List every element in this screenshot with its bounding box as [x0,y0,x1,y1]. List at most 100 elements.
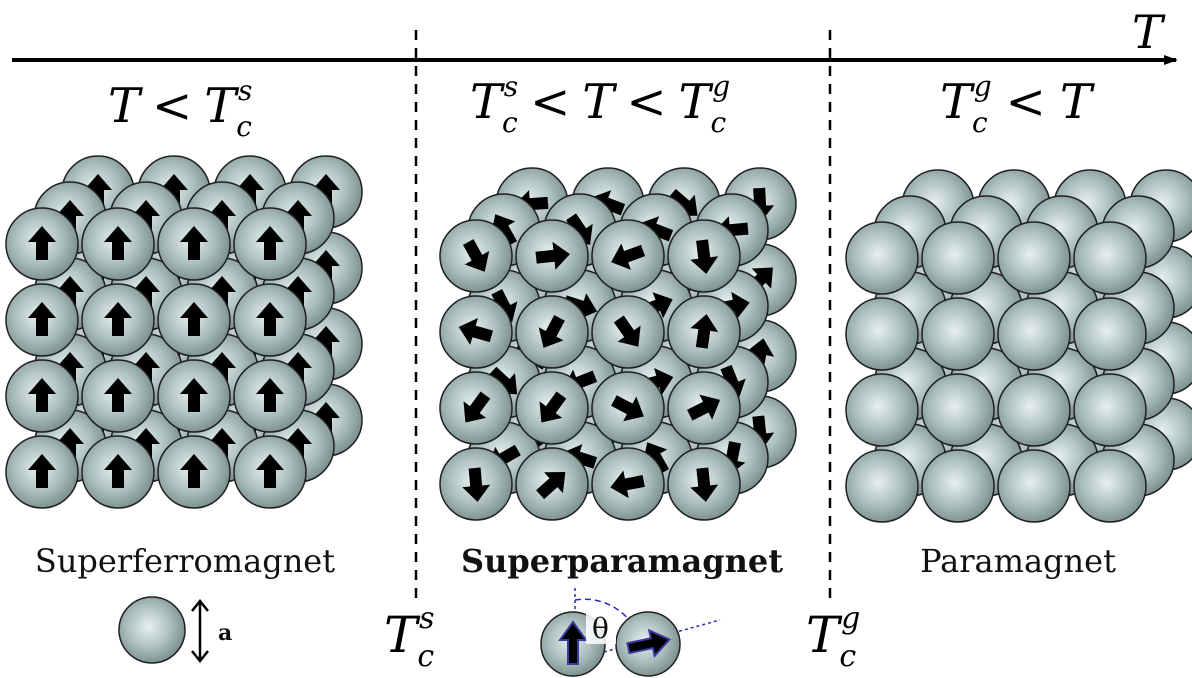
spin-arrow-icon [56,200,84,234]
spin-arrow-icon [488,366,518,395]
lattice-sphere [921,449,995,523]
phase-name-superparamagnet: Superparamagnet [461,542,783,580]
sphere-body [997,297,1071,371]
boundary-label-superferro-superpara: Tcs [384,601,435,674]
lattice-sphere [1073,373,1147,447]
spin-arrow-icon [208,352,236,386]
lattice-sphere [591,219,665,293]
lattice-sphere [233,435,307,509]
spin-arrow-icon [535,241,570,270]
sphere-body [997,373,1071,447]
spin-arrow-icon [104,226,132,260]
legend-arrow-tilted-icon [626,628,672,659]
sphere-body [997,221,1071,295]
lattice-sphere [667,447,741,521]
lattice-sphere [5,435,79,509]
spin-arrow-icon [312,326,340,360]
lattice-sphere [845,373,919,447]
lattice-sphere [591,447,665,521]
spin-arrow-icon [312,250,340,284]
lattice-sphere [233,359,307,433]
spin-arrow-icon [490,214,518,247]
spin-arrow-icon [56,428,84,462]
sphere-body [1073,297,1147,371]
spin-arrow-icon [613,315,641,347]
lattice-sphere [233,283,307,357]
svg-text:Tcs<T<Tcg: Tcs<T<Tcg [470,70,730,139]
spin-arrow-icon [312,174,340,208]
spin-arrow-icon [611,243,646,270]
spin-arrow-icon [690,239,719,274]
axis-variable-label: T [1132,5,1166,59]
sphere-body [845,373,919,447]
lattice-sphere [591,295,665,369]
spin-arrow-icon [180,454,208,488]
spin-arrow-icon [28,454,56,488]
lattice-sphere [5,283,79,357]
spin-arrow-icon [458,317,494,345]
lattice-sphere [1073,221,1147,295]
lattice-sphere [81,207,155,281]
spin-arrow-icon [284,428,312,462]
spin-arrow-icon [104,454,132,488]
spin-arrow-icon [256,302,284,336]
spin-arrow-icon [611,395,644,422]
spin-arrow-icon [132,200,160,234]
lattice-sphere [845,297,919,371]
sphere-body [845,297,919,371]
spin-arrow-icon [462,467,491,502]
spin-arrow-icon [132,276,160,310]
spin-arrow-icon [180,302,208,336]
lattice-sphere [81,283,155,357]
lattice-sphere [1073,297,1147,371]
spin-arrow-icon [160,174,188,208]
lattice-paramagnet [845,169,1192,523]
diameter-arrow-up-icon [191,598,209,612]
spin-arrow-icon [208,428,236,462]
spin-arrow-icon [284,352,312,386]
sphere-body [921,449,995,523]
spin-arrow-icon [687,394,721,421]
sphere-body [921,221,995,295]
angle-legend: θ [540,588,721,677]
spin-arrow-icon [84,174,112,208]
lattice-sphere [157,359,231,433]
lattice-sphere [439,371,513,445]
spin-arrow-icon [132,428,160,462]
spin-arrow-icon [462,239,490,272]
spin-arrow-icon [538,315,565,348]
lattice-sphere [667,295,741,369]
spin-arrow-icon [690,314,719,349]
spin-arrow-icon [690,467,719,502]
phase-name-paramagnet: Paramagnet [920,542,1116,580]
lattice-sphere [5,207,79,281]
legend-sphere [118,596,186,664]
condition-superparamagnet: Tcs<T<Tcg [470,70,730,139]
lattice-sphere [845,449,919,523]
lattice-sphere [157,283,231,357]
lattice-sphere [81,359,155,433]
spin-arrow-icon [28,378,56,412]
lattice-sphere [439,447,513,521]
lattice-sphere [5,359,79,433]
lattice-sphere [515,219,589,293]
angle-label-backdrop [586,612,616,644]
sphere-body [921,373,995,447]
spin-arrow-icon [463,391,491,423]
spin-arrow-icon [28,302,56,336]
lattice-superferromagnet [5,155,363,509]
lattice-sphere [81,435,155,509]
svg-text:Tcg: Tcg [806,601,860,674]
spin-arrow-icon [284,276,312,310]
svg-text:T<Tcs: T<Tcs [108,74,252,143]
spin-arrow-icon [28,226,56,260]
lattice-sphere [233,207,307,281]
lattice-sphere [157,207,231,281]
sphere-body [1073,449,1147,523]
lattice-sphere [591,371,665,445]
condition-superferromagnet: T<Tcs [108,74,252,143]
lattice-sphere [439,295,513,369]
sphere-diameter-legend: a [118,596,232,664]
